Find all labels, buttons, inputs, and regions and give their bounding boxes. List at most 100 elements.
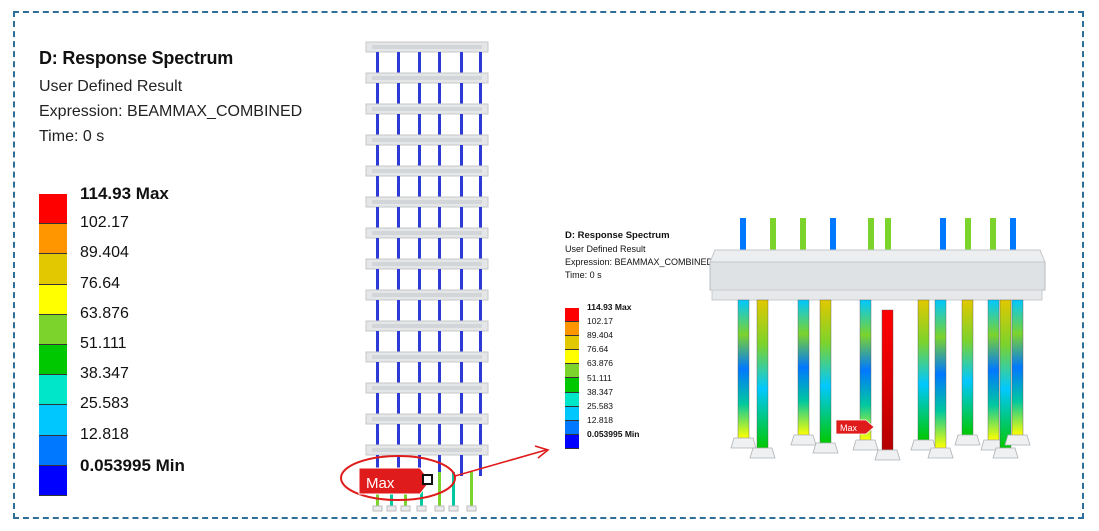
column <box>418 207 421 228</box>
inset-result-type: User Defined Result <box>565 244 646 254</box>
column <box>418 269 421 290</box>
column <box>859 299 872 441</box>
column <box>418 300 421 321</box>
floor-slab-inner <box>372 324 482 328</box>
figure-frame <box>13 11 1084 519</box>
floor-slab-inner <box>372 107 482 111</box>
column <box>418 238 421 259</box>
column <box>418 176 421 197</box>
column <box>418 52 421 73</box>
max-probe-tag[interactable]: Max <box>358 467 433 495</box>
inset-max-probe-tag[interactable]: Max <box>835 419 875 435</box>
column <box>479 331 482 352</box>
column <box>479 424 482 445</box>
column <box>397 362 400 383</box>
column-footing <box>1004 434 1031 446</box>
slab-bottom <box>711 289 1043 301</box>
column <box>438 83 441 104</box>
column-footing <box>372 505 383 512</box>
inset-legend-swatch <box>565 322 579 337</box>
column-footing <box>416 505 427 512</box>
building-model-elevation[interactable] <box>365 41 489 512</box>
legend-swatch <box>39 194 67 225</box>
column <box>397 238 400 259</box>
column <box>479 238 482 259</box>
building-model-perspective[interactable] <box>709 218 1046 461</box>
column <box>376 362 379 383</box>
floor-slab-inner <box>372 138 482 142</box>
max-probe-marker <box>422 474 433 485</box>
legend-value: 51.111 <box>80 335 127 352</box>
inset-legend-value: 114.93 Max <box>587 302 632 312</box>
upper-column <box>800 218 806 258</box>
column <box>397 52 400 73</box>
column <box>460 424 463 445</box>
inset-legend-swatch <box>565 392 579 407</box>
legend-value: 25.583 <box>80 395 129 413</box>
column <box>987 299 1000 441</box>
column <box>460 455 463 476</box>
legend-swatch <box>39 314 67 345</box>
inset-legend-value: 51.111 <box>587 372 612 383</box>
inset-legend-swatch <box>565 420 579 435</box>
legend-value: 89.404 <box>80 244 129 262</box>
column <box>397 455 400 476</box>
column <box>460 207 463 228</box>
column <box>797 299 810 436</box>
column <box>376 300 379 321</box>
legend-value: 38.347 <box>80 365 129 383</box>
upper-column <box>990 218 996 258</box>
column <box>479 362 482 383</box>
base-column <box>438 472 441 510</box>
floor-slab-inner <box>372 386 482 390</box>
legend-swatch <box>39 344 67 376</box>
transfer-slab <box>709 261 1046 291</box>
column <box>397 300 400 321</box>
column <box>999 299 1012 449</box>
inset-legend-swatch <box>565 336 579 351</box>
inset-max-probe-label: Max <box>840 423 858 433</box>
floor-slab-inner <box>372 231 482 235</box>
inset-legend-color-bar <box>565 308 579 449</box>
column-footing <box>927 447 954 459</box>
result-time: Time: 0 s <box>39 128 105 145</box>
legend-value: 76.64 <box>80 274 121 292</box>
floor-slab-inner <box>372 417 482 421</box>
column <box>376 331 379 352</box>
column <box>438 269 441 290</box>
inset-legend-value: 25.583 <box>587 400 613 411</box>
column <box>397 393 400 414</box>
column <box>376 238 379 259</box>
column <box>418 455 421 476</box>
column <box>479 300 482 321</box>
column <box>418 331 421 352</box>
column <box>376 269 379 290</box>
callout-arrow-head-icon <box>534 445 550 459</box>
floor-slab-inner <box>372 448 482 452</box>
column <box>460 176 463 197</box>
upper-column <box>1010 218 1016 258</box>
inset-result-info: D: Response Spectrum User Defined Result… <box>565 230 713 283</box>
inset-legend-value: 89.404 <box>587 330 613 341</box>
column-footing <box>434 505 445 512</box>
column-footing <box>790 434 817 446</box>
column <box>397 424 400 445</box>
column <box>479 455 482 476</box>
floor-slab-inner <box>372 262 482 266</box>
legend-swatch <box>39 224 67 255</box>
legend-value: 63.876 <box>80 304 129 322</box>
result-info-panel: D: Response Spectrum User Defined Result… <box>39 48 302 153</box>
column-footing <box>386 505 397 512</box>
column <box>376 176 379 197</box>
column-footing <box>466 505 477 512</box>
column <box>418 114 421 135</box>
legend-swatch <box>39 284 67 315</box>
base-column <box>452 472 455 510</box>
legend-value: 0.053995 Min <box>80 455 185 475</box>
inset-legend-swatch <box>565 378 579 393</box>
column <box>376 424 379 445</box>
upper-column <box>940 218 946 258</box>
column <box>397 331 400 352</box>
column <box>460 83 463 104</box>
